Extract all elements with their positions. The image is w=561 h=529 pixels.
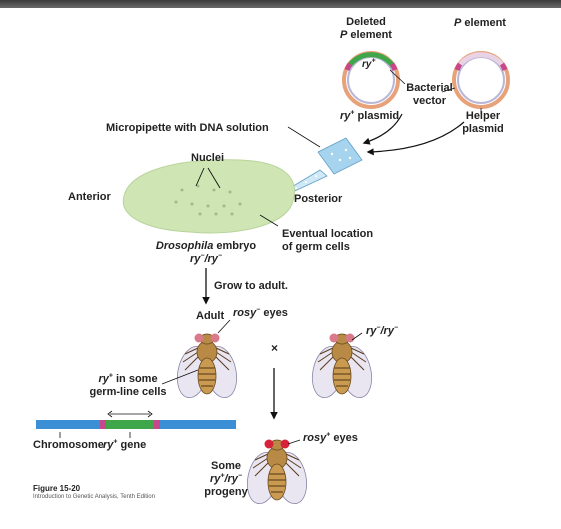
deleted-p-element-label: Deleted P element [340, 16, 392, 41]
adult-fly-graphic [172, 333, 242, 402]
eventual-location-label: Eventual location of germ cells [282, 228, 374, 253]
figure-source: Introduction to Genetic Analysis, Tenth … [33, 494, 155, 500]
bacterial-vector-label: Bacterial vector [406, 82, 453, 107]
chromosome-graphic [36, 410, 236, 438]
micropipette-label: Micropipette with DNA solution [106, 122, 269, 134]
cross-symbol: × [271, 341, 279, 355]
nuclei-label: Nuclei [191, 152, 225, 164]
embryo-graphic [122, 159, 295, 234]
helper-plasmid-label: Helper plasmid [462, 110, 504, 135]
ry-plus-insert-label: ry+ [362, 57, 376, 70]
mate-fly-graphic [307, 333, 377, 402]
top-window-bar [0, 0, 561, 8]
p-element-label: P element [454, 17, 506, 29]
anterior-label: Anterior [68, 191, 111, 203]
ry-plus-plasmid-label: ry+ plasmid [340, 109, 400, 122]
helper-plasmid-graphic [452, 51, 510, 109]
adult-label: Adult [196, 310, 225, 322]
embryo-label: Drosophila embryo ry−/ry− [155, 240, 257, 265]
progeny-fly-graphic [242, 439, 312, 508]
figure-caption: Figure 15-20 [33, 484, 81, 493]
grow-to-adult-label: Grow to adult. [214, 280, 288, 292]
rosy-plus-eyes-label: rosy+ eyes [303, 431, 358, 444]
ry-plus-gene-label: ry+ gene [103, 438, 147, 451]
ry-plus-plasmid-graphic [342, 51, 400, 109]
germ-line-label: ry+ in some germ-line cells [89, 372, 167, 398]
mate-genotype-label: ry−/ry− [366, 324, 399, 337]
chromosome-label: Chromosome [33, 439, 104, 451]
progeny-label: Some ry+/ry− progeny [204, 460, 248, 498]
posterior-label: Posterior [294, 193, 343, 205]
rosy-minus-eyes-label: rosy− eyes [233, 306, 288, 319]
